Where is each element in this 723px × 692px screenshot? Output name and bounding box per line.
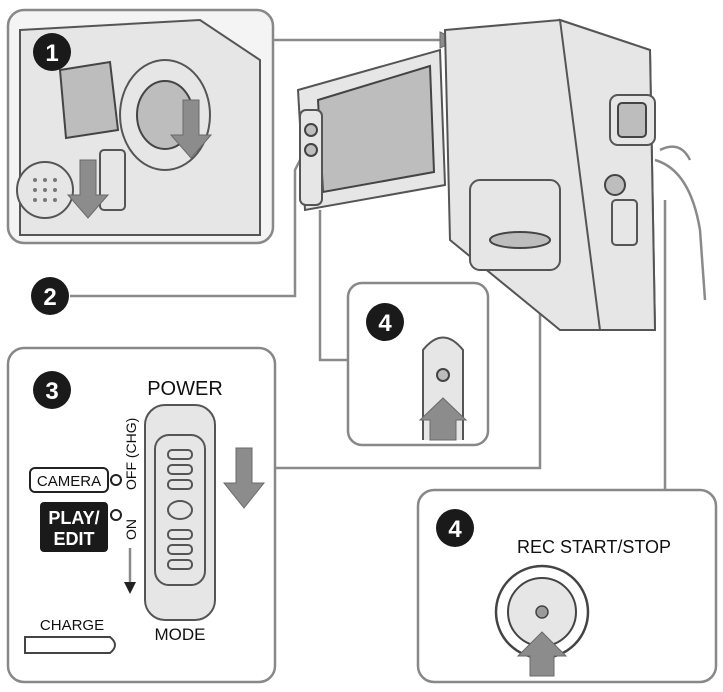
svg-text:2: 2 <box>43 284 56 311</box>
play-edit-label-line1: PLAY/ <box>48 508 99 528</box>
play-edit-lamp <box>110 509 122 521</box>
down-arrow-icon <box>169 99 213 159</box>
svg-text:4: 4 <box>448 516 462 543</box>
slider-grips <box>167 449 193 570</box>
power-label: POWER <box>147 378 223 400</box>
speaker-grille <box>33 178 57 202</box>
step-badge-4-closeup: 4 <box>366 303 404 341</box>
on-label: ON <box>123 519 139 540</box>
play-edit-label-line2: EDIT <box>53 529 94 549</box>
step-badge-1: 1 <box>33 33 71 71</box>
camera-lamp <box>110 474 122 486</box>
panel-power-switch: POWER OFF (CHG) ON CAMERA PLAY/ EDIT CHA… <box>6 346 277 684</box>
rec-button-dot <box>535 605 549 619</box>
camera-label: CAMERA <box>37 473 101 490</box>
switch-slider[interactable] <box>154 434 206 586</box>
svg-text:4: 4 <box>378 310 392 337</box>
camera-label-box <box>29 467 109 493</box>
svg-text:3: 3 <box>45 378 58 405</box>
step-badge-4-rec: 4 <box>436 509 474 547</box>
rec-start-stop-label: REC START/STOP <box>517 537 671 557</box>
camcorder-illustration <box>296 18 707 331</box>
down-arrow-icon <box>66 159 110 219</box>
panel-lens-closeup <box>6 8 275 245</box>
panel-rec-button: REC START/STOP <box>416 488 718 684</box>
mode-down-arrow-icon <box>124 582 136 594</box>
panel-step4-closeup <box>346 281 490 447</box>
mode-label: MODE <box>155 625 206 644</box>
down-arrow-icon <box>222 447 266 509</box>
up-arrow-icon <box>516 631 568 677</box>
charge-label: CHARGE <box>40 617 104 634</box>
play-edit-label-box <box>40 502 108 552</box>
step-badge-3: 3 <box>33 371 71 409</box>
charge-lamp <box>24 636 116 654</box>
off-chg-label: OFF (CHG) <box>123 418 139 490</box>
step-badge-2: 2 <box>31 277 69 315</box>
svg-text:1: 1 <box>45 40 58 67</box>
up-arrow-icon <box>418 397 468 441</box>
